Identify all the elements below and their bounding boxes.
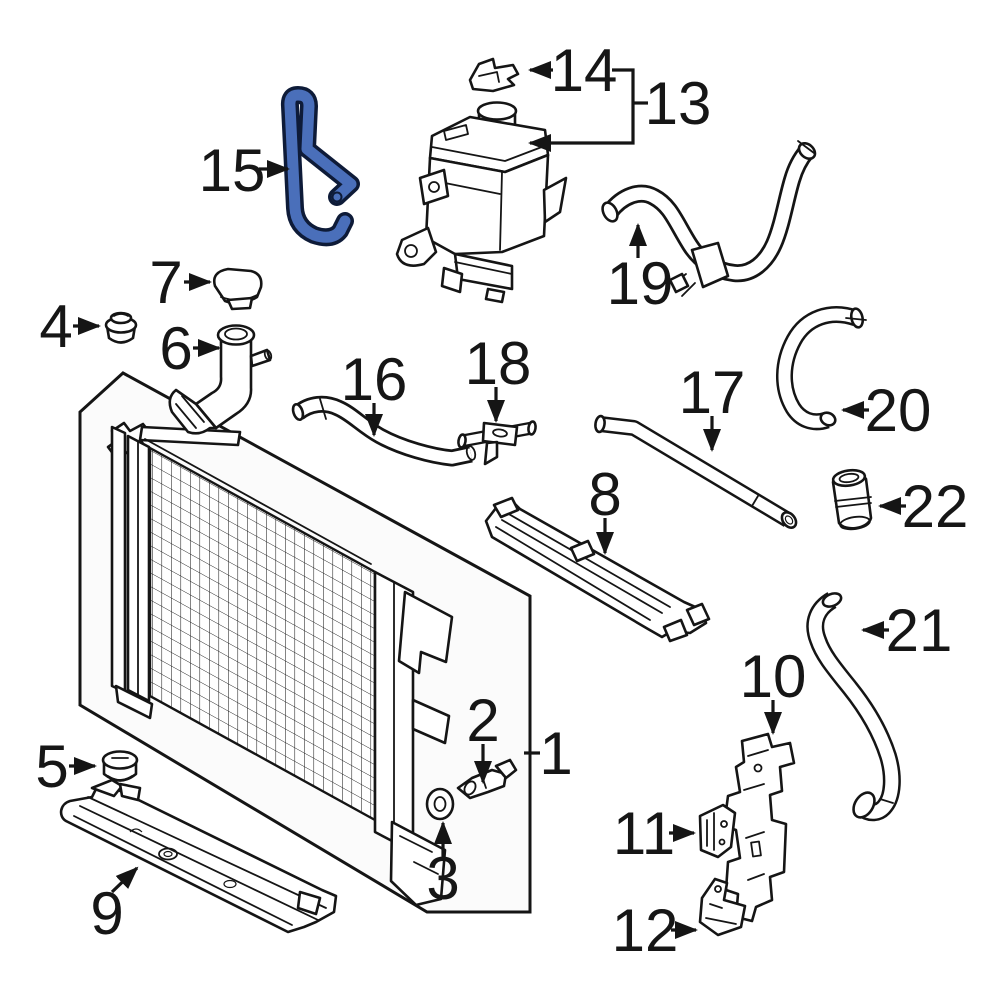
part-3-oring [425, 787, 455, 821]
part-6-filler-neck [168, 324, 273, 435]
callout-13: 13 [528, 68, 712, 152]
callout-16: 16 [341, 346, 408, 437]
callout-5: 5 [35, 733, 97, 800]
callout-12: 12 [612, 897, 698, 964]
callout-6: 6 [159, 315, 221, 382]
callout-18-label[interactable]: 18 [465, 330, 532, 397]
callout-7: 7 [149, 249, 212, 316]
callout-16-label[interactable]: 16 [341, 346, 408, 413]
part-17-pipe [594, 414, 798, 529]
callout-12-label[interactable]: 12 [612, 897, 679, 964]
callout-21-label[interactable]: 21 [886, 597, 953, 664]
part-9-lower-deflector [59, 778, 338, 934]
callout-7-label[interactable]: 7 [149, 249, 182, 316]
part-8-deflector [484, 496, 711, 643]
callout-10-label[interactable]: 10 [740, 643, 807, 710]
callout-14-label[interactable]: 14 [551, 37, 618, 104]
callout-10: 10 [740, 643, 807, 735]
callout-5-label[interactable]: 5 [35, 733, 68, 800]
part-11-bracket [698, 803, 737, 859]
callout-2-label[interactable]: 2 [466, 687, 499, 754]
part-19-hose [601, 140, 817, 297]
callout-3: 3 [426, 821, 460, 912]
part-5-plug [101, 750, 139, 782]
callout-14: 14 [528, 37, 618, 104]
callout-3-label[interactable]: 3 [426, 845, 459, 912]
callout-9: 9 [90, 866, 139, 947]
callout-18: 18 [465, 330, 532, 423]
part-13-reservoir-tank [395, 101, 568, 304]
callout-4: 4 [39, 293, 101, 360]
callout-6-label[interactable]: 6 [159, 315, 192, 382]
part-4-cap [104, 311, 138, 344]
callout-9-label[interactable]: 9 [90, 880, 123, 947]
callout-17-label[interactable]: 17 [679, 359, 746, 426]
callout-8-label[interactable]: 8 [588, 461, 621, 528]
callout-2: 2 [466, 687, 500, 784]
callout-13-label[interactable]: 13 [645, 70, 712, 137]
callout-15-label[interactable]: 15 [199, 137, 266, 204]
callout-19: 19 [607, 223, 674, 317]
callout-15: 15 [199, 137, 290, 204]
callout-1: 1 [524, 720, 573, 787]
callout-21: 21 [861, 597, 953, 664]
callout-22-label[interactable]: 22 [902, 473, 969, 540]
part-21-hose [806, 592, 901, 822]
part-14-clip [468, 57, 520, 93]
part-7-cap [213, 267, 263, 311]
part-12-bracket [698, 877, 747, 937]
callout-20: 20 [841, 377, 932, 444]
callout-11: 11 [613, 800, 696, 867]
callout-22: 22 [878, 473, 969, 540]
part-20-hose [776, 306, 867, 431]
callout-11-label[interactable]: 11 [613, 800, 675, 867]
callout-19-label[interactable]: 19 [607, 250, 674, 317]
callout-17: 17 [679, 359, 746, 452]
part-22-connector [831, 468, 873, 531]
callout-4-label[interactable]: 4 [39, 293, 72, 360]
callout-20-label[interactable]: 20 [865, 377, 932, 444]
callout-1-label[interactable]: 1 [539, 720, 572, 787]
part-18-connector [457, 420, 537, 466]
part-15-hose-highlighted [280, 86, 360, 247]
callout-8: 8 [588, 461, 622, 555]
radiator [106, 421, 454, 907]
